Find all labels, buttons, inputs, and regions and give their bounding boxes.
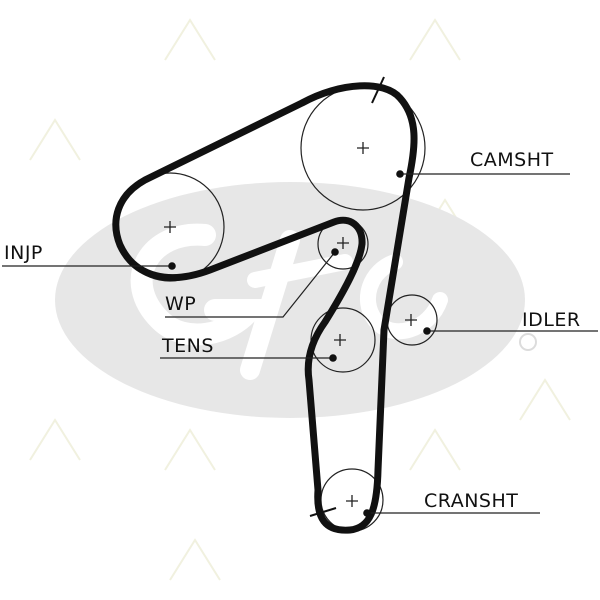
leader-water-pump <box>165 251 336 318</box>
label-water-pump: WP <box>165 293 196 315</box>
gates-logo-watermark <box>55 182 537 418</box>
label-crankshaft: CRANSHT <box>424 490 518 512</box>
timing-belt <box>112 82 418 534</box>
leader-dots <box>168 170 431 517</box>
leader-lines <box>2 173 598 514</box>
label-injection-pump: INJP <box>4 242 43 264</box>
center-marks <box>164 142 417 507</box>
crankshaft-timing-mark <box>309 507 337 517</box>
camshaft-timing-mark <box>371 76 385 104</box>
label-tensioner: TENS <box>161 335 214 357</box>
label-idler: IDLER <box>522 309 581 331</box>
label-camshaft: CAMSHT <box>470 149 554 171</box>
